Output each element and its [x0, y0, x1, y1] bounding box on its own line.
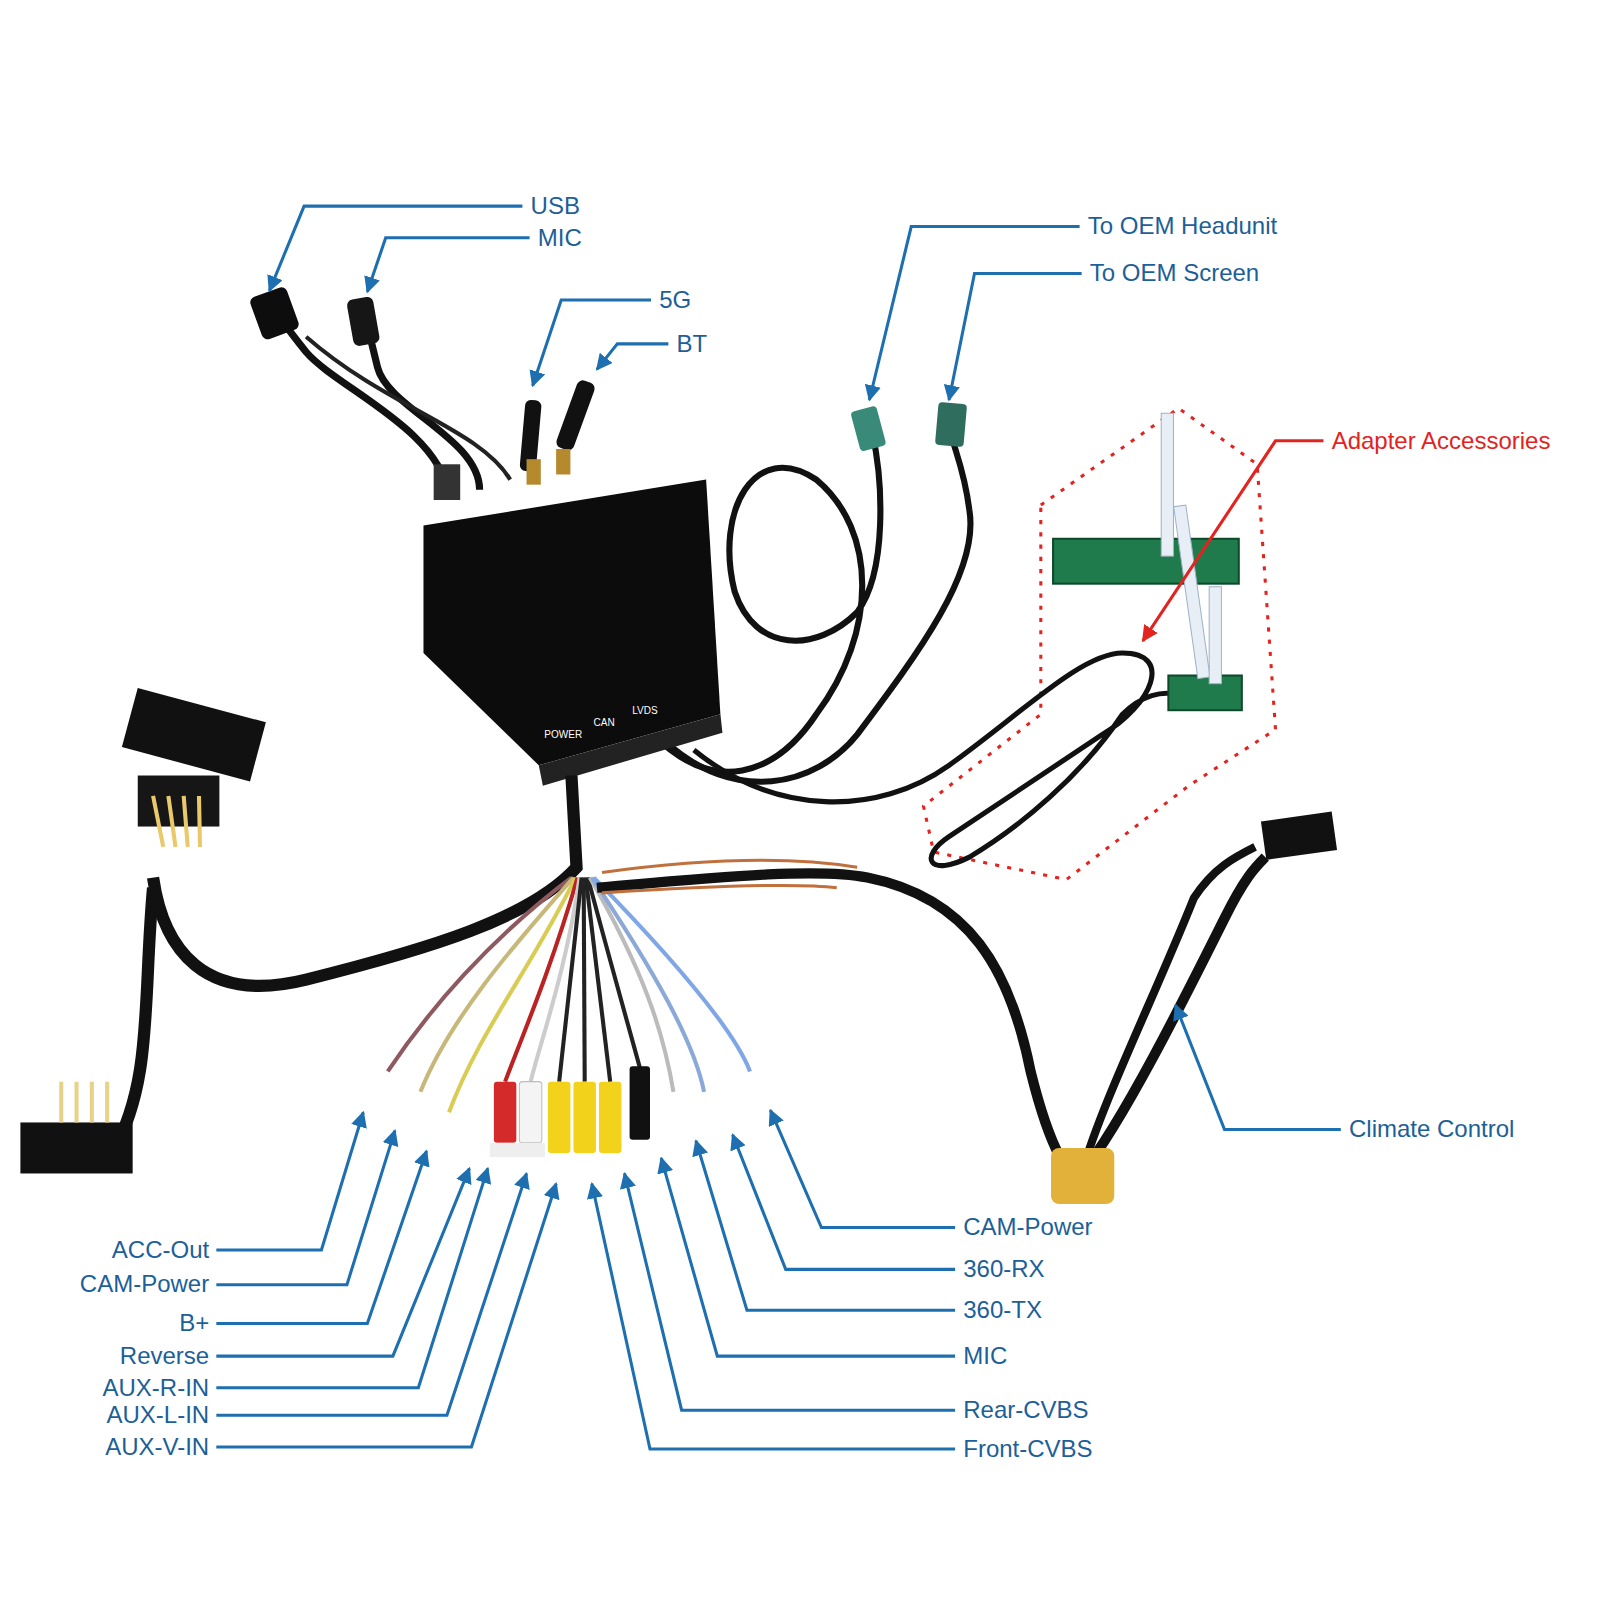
part-label: BT — [677, 331, 708, 357]
port-label: LVDS — [632, 705, 657, 716]
part-label: Front-CVBS — [963, 1436, 1092, 1462]
part-label: Climate Control — [1349, 1116, 1514, 1142]
part-label: Adapter Accessories — [1332, 428, 1551, 454]
part-label: AUX-L-IN — [106, 1402, 209, 1428]
port-label: POWER — [544, 729, 582, 740]
part-label: USB — [531, 193, 580, 219]
part-label: To OEM Headunit — [1088, 213, 1277, 239]
part-label: Rear-CVBS — [963, 1397, 1088, 1423]
part-label: MIC — [538, 225, 582, 251]
part-label: Reverse — [120, 1343, 209, 1369]
part-label: 5G — [659, 287, 691, 313]
part-label: AUX-R-IN — [103, 1375, 210, 1401]
part-label: CAM-Power — [963, 1214, 1092, 1240]
part-label: B+ — [179, 1310, 209, 1336]
part-label: MIC — [963, 1343, 1007, 1369]
part-label: 360-RX — [963, 1256, 1044, 1282]
part-label: CAM-Power — [80, 1271, 209, 1297]
part-label: 360-TX — [963, 1297, 1042, 1323]
part-label: To OEM Screen — [1090, 260, 1259, 286]
part-label: ACC-Out — [112, 1237, 209, 1263]
part-label: AUX-V-IN — [105, 1434, 209, 1460]
port-label: CAN — [594, 717, 615, 728]
